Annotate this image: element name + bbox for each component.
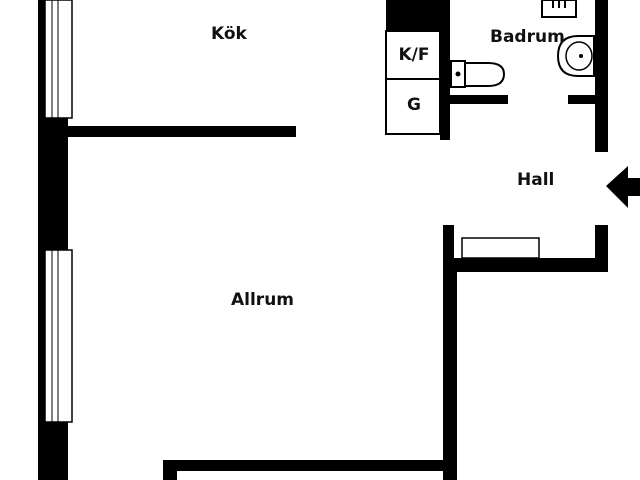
living-room-right-wall: [443, 258, 457, 480]
bathroom-label: Badrum: [490, 27, 565, 47]
bathroom-bottom-wall-left: [450, 95, 508, 104]
living-room-bottom-wall-inner: [177, 471, 443, 480]
fridge-freezer-label: K/F: [398, 45, 430, 65]
bathtub-icon: [541, 0, 577, 18]
hall-label: Hall: [517, 170, 555, 190]
sink-icon: [556, 35, 595, 77]
living-room-label: Allrum: [231, 290, 295, 310]
hall-left-wall-stub: [443, 225, 454, 272]
hall-right-wall-upper: [595, 104, 608, 152]
kitchen-top-block: [386, 0, 440, 30]
left-exterior-wall-side: [38, 250, 45, 422]
entrance-arrow-icon: [606, 166, 640, 208]
bathroom-left-wall: [440, 0, 450, 140]
bathroom-bottom-wall-right: [568, 95, 608, 104]
bathroom-right-wall: [595, 0, 608, 104]
toilet-icon: [450, 60, 506, 88]
hall-bottom-wall: [443, 258, 608, 272]
radiator-icon: [461, 237, 540, 259]
left-exterior-wall-mid: [38, 118, 68, 250]
left-exterior-wall-top: [38, 0, 45, 118]
kitchen-partition-wall: [68, 126, 296, 137]
left-exterior-wall-bottom: [38, 422, 68, 480]
kitchen-label: Kök: [211, 24, 247, 44]
wardrobe-label: G: [407, 95, 421, 115]
